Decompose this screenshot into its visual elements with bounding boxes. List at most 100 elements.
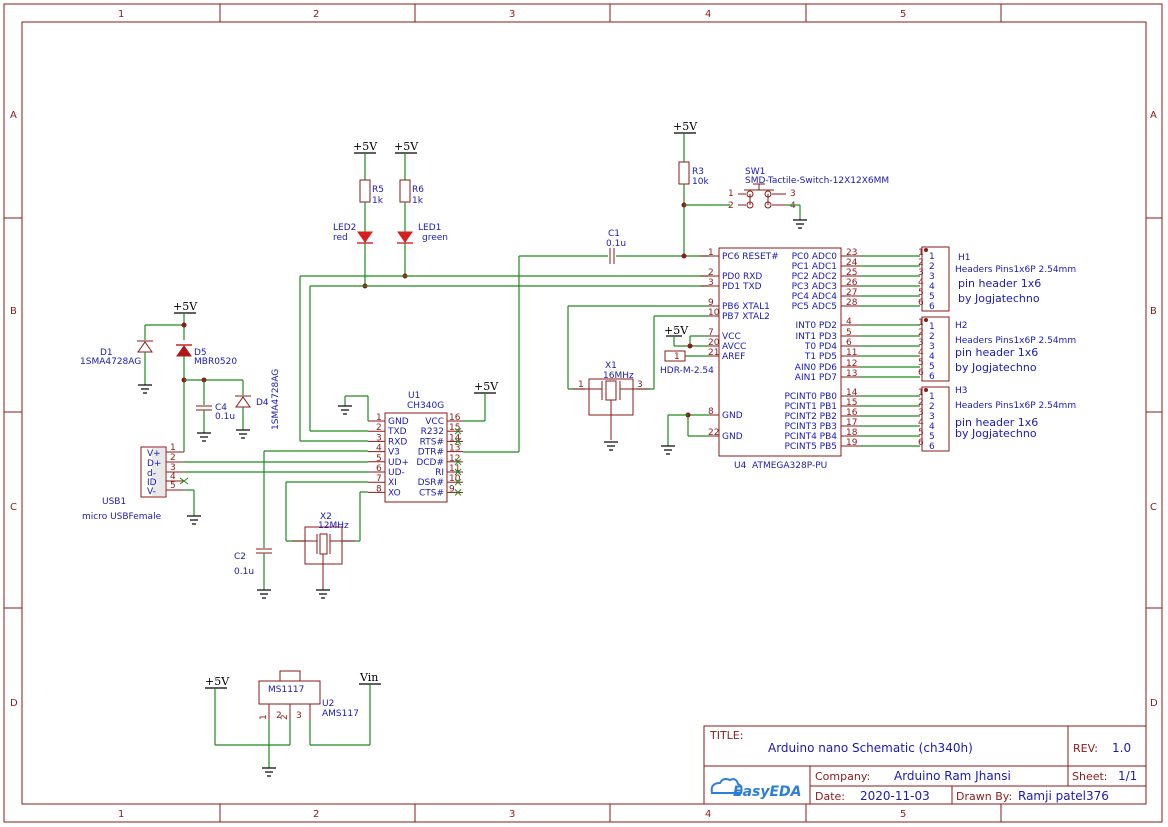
h1-author: by Jogjatechno (958, 292, 1040, 305)
u1-ref: U1 (408, 391, 420, 401)
h3-value: Headers Pins1x6P 2.54mm (955, 401, 1076, 411)
u1-pin-label: RI (435, 468, 444, 478)
u4-pin-num: 13 (846, 369, 857, 379)
row-label-a-right: A (1150, 110, 1157, 121)
row-label-b: B (10, 306, 17, 317)
sw1-switch[interactable]: 1 2 3 4 (728, 183, 796, 211)
pin-header-h2[interactable] (921, 316, 950, 382)
date-value: 2020-11-03 (860, 789, 930, 803)
d4-value: 1SMA4728AG (271, 369, 281, 430)
header-pin-label: 1 (929, 392, 935, 402)
c2-value: 0.1u (234, 567, 254, 577)
u1-pin-num: 8 (376, 484, 382, 494)
u4-pin-label: T1 PD5 (804, 352, 837, 362)
u4-pin-num: 3 (708, 278, 714, 288)
u1-pin-num: 9 (449, 484, 455, 494)
u1-pin-num: 15 (449, 423, 460, 433)
power-input-protection: +5V D1 1SMA4728AG D5 MBR0520 C4 0.1u D4 … (80, 300, 281, 452)
header-pin-label: 2 (929, 262, 935, 272)
led1-ref: LED1 (418, 223, 441, 233)
pin-header-h1[interactable] (921, 246, 950, 312)
usb1-pin-num: 5 (170, 481, 176, 491)
u1-pin-num: 12 (449, 454, 460, 464)
u1-pin-num: 6 (376, 464, 382, 474)
u4-pin-num: 23 (846, 248, 857, 258)
company-label: Company: (815, 770, 870, 783)
d1-ref: D1 (100, 348, 113, 358)
r6-value: 1k (412, 196, 424, 206)
u4-pin-num: 2 (708, 268, 714, 278)
u2-pin-num: 2 (276, 711, 282, 721)
h2-labels: H2 Headers Pins1x6P 2.54mm pin header 1x… (955, 321, 1076, 374)
u4-pin-label: PD0 RXD (722, 272, 762, 282)
u4-pin-label: AIN1 PD7 (795, 373, 837, 383)
resistor-r5[interactable] (359, 179, 371, 203)
u2-regulator[interactable]: MS1117 U2 AMS117 1 2 2 3 (258, 670, 359, 721)
header-pin-num: 1 (918, 248, 924, 258)
header-pin-label: 2 (929, 332, 935, 342)
u1-pin-label: TXD (387, 427, 407, 437)
u4-pin-label: PCINT5 PB5 (784, 442, 837, 452)
h2-desc: pin header 1x6 (955, 346, 1038, 359)
u1-pin-num: 4 (376, 444, 382, 454)
u4-pin-num: 24 (846, 258, 858, 268)
u4-pin-label: PC6 RESET# (722, 252, 779, 262)
u4-pin-label: PCINT0 PB0 (784, 392, 837, 402)
u1-pin-num: 10 (449, 474, 461, 484)
u4-pin-label: GND (722, 432, 743, 442)
d1-diode-icon[interactable] (137, 341, 153, 353)
usb1-pin-label: ID (147, 478, 157, 488)
u1-pin-num: 14 (449, 433, 461, 443)
u4-pin-num: 11 (846, 348, 857, 358)
u4-pin-label: INT1 PD3 (795, 332, 837, 342)
col-label-5-bottom: 5 (900, 809, 906, 820)
col-label-4-bottom: 4 (705, 809, 711, 820)
u4-pin-label: VCC (722, 332, 741, 342)
x1-crystal[interactable]: 1 3 X1 16MHz (572, 361, 650, 440)
svg-text:4: 4 (790, 201, 796, 211)
u4-pin-num: 9 (708, 298, 714, 308)
usb1-ref: USB1 (102, 497, 126, 507)
h1-desc: pin header 1x6 (958, 277, 1041, 290)
u1-pin-label: V3 (388, 448, 400, 458)
d4-diode-icon[interactable] (235, 396, 251, 408)
u4-pin-num: 16 (846, 408, 858, 418)
u1-pin-label: UD- (388, 468, 405, 478)
d5-ref: D5 (194, 348, 207, 358)
header-pin-label: 5 (929, 362, 935, 372)
u4-pin-num: 22 (708, 428, 719, 438)
u2-pin-num: 3 (296, 711, 302, 721)
u1-pin-label: DCD# (416, 458, 444, 468)
col-label-3: 3 (509, 9, 515, 20)
resistor-r6[interactable] (399, 179, 411, 203)
header-pin-label: 1 (929, 322, 935, 332)
header-pin-num: 2 (918, 398, 924, 408)
u4-pin-num: 5 (846, 328, 852, 338)
col-label-4: 4 (705, 9, 711, 20)
d5-diode-icon[interactable] (176, 345, 192, 357)
resistor-r3[interactable] (678, 161, 690, 185)
u1-pin-num: 7 (376, 474, 382, 484)
x2-ref: X2 (320, 512, 332, 522)
u2-pin-num: 1 (259, 714, 269, 720)
u4-pin-label: PB7 XTAL2 (722, 312, 770, 322)
r6-led1-branch: +5V R6 1k LED1 green (394, 140, 448, 279)
header-pin-num: 5 (918, 428, 924, 438)
led2-icon[interactable] (357, 231, 373, 243)
usb1-connector[interactable]: V+ D+ d- ID V- 1 2 3 4 5 USB1 micro USBF… (82, 443, 189, 522)
r3-value: 10k (692, 177, 709, 187)
sw1-value: SMD-Tactile-Switch-12X12X6MM (745, 176, 889, 186)
led1-icon[interactable] (397, 231, 413, 243)
x2-crystal[interactable]: X2 12MHz (292, 512, 355, 590)
u4-pin-label: PC0 ADC0 (792, 252, 838, 262)
pin-header-h3[interactable] (921, 386, 950, 452)
h3-ref: H3 (955, 386, 968, 396)
u4-pin-num: 17 (846, 418, 857, 428)
title-label: TITLE: (709, 729, 743, 742)
u1-pin-label: CTS# (419, 488, 444, 498)
header-pin-label: 5 (929, 292, 935, 302)
u4-pin-num: 15 (846, 398, 857, 408)
